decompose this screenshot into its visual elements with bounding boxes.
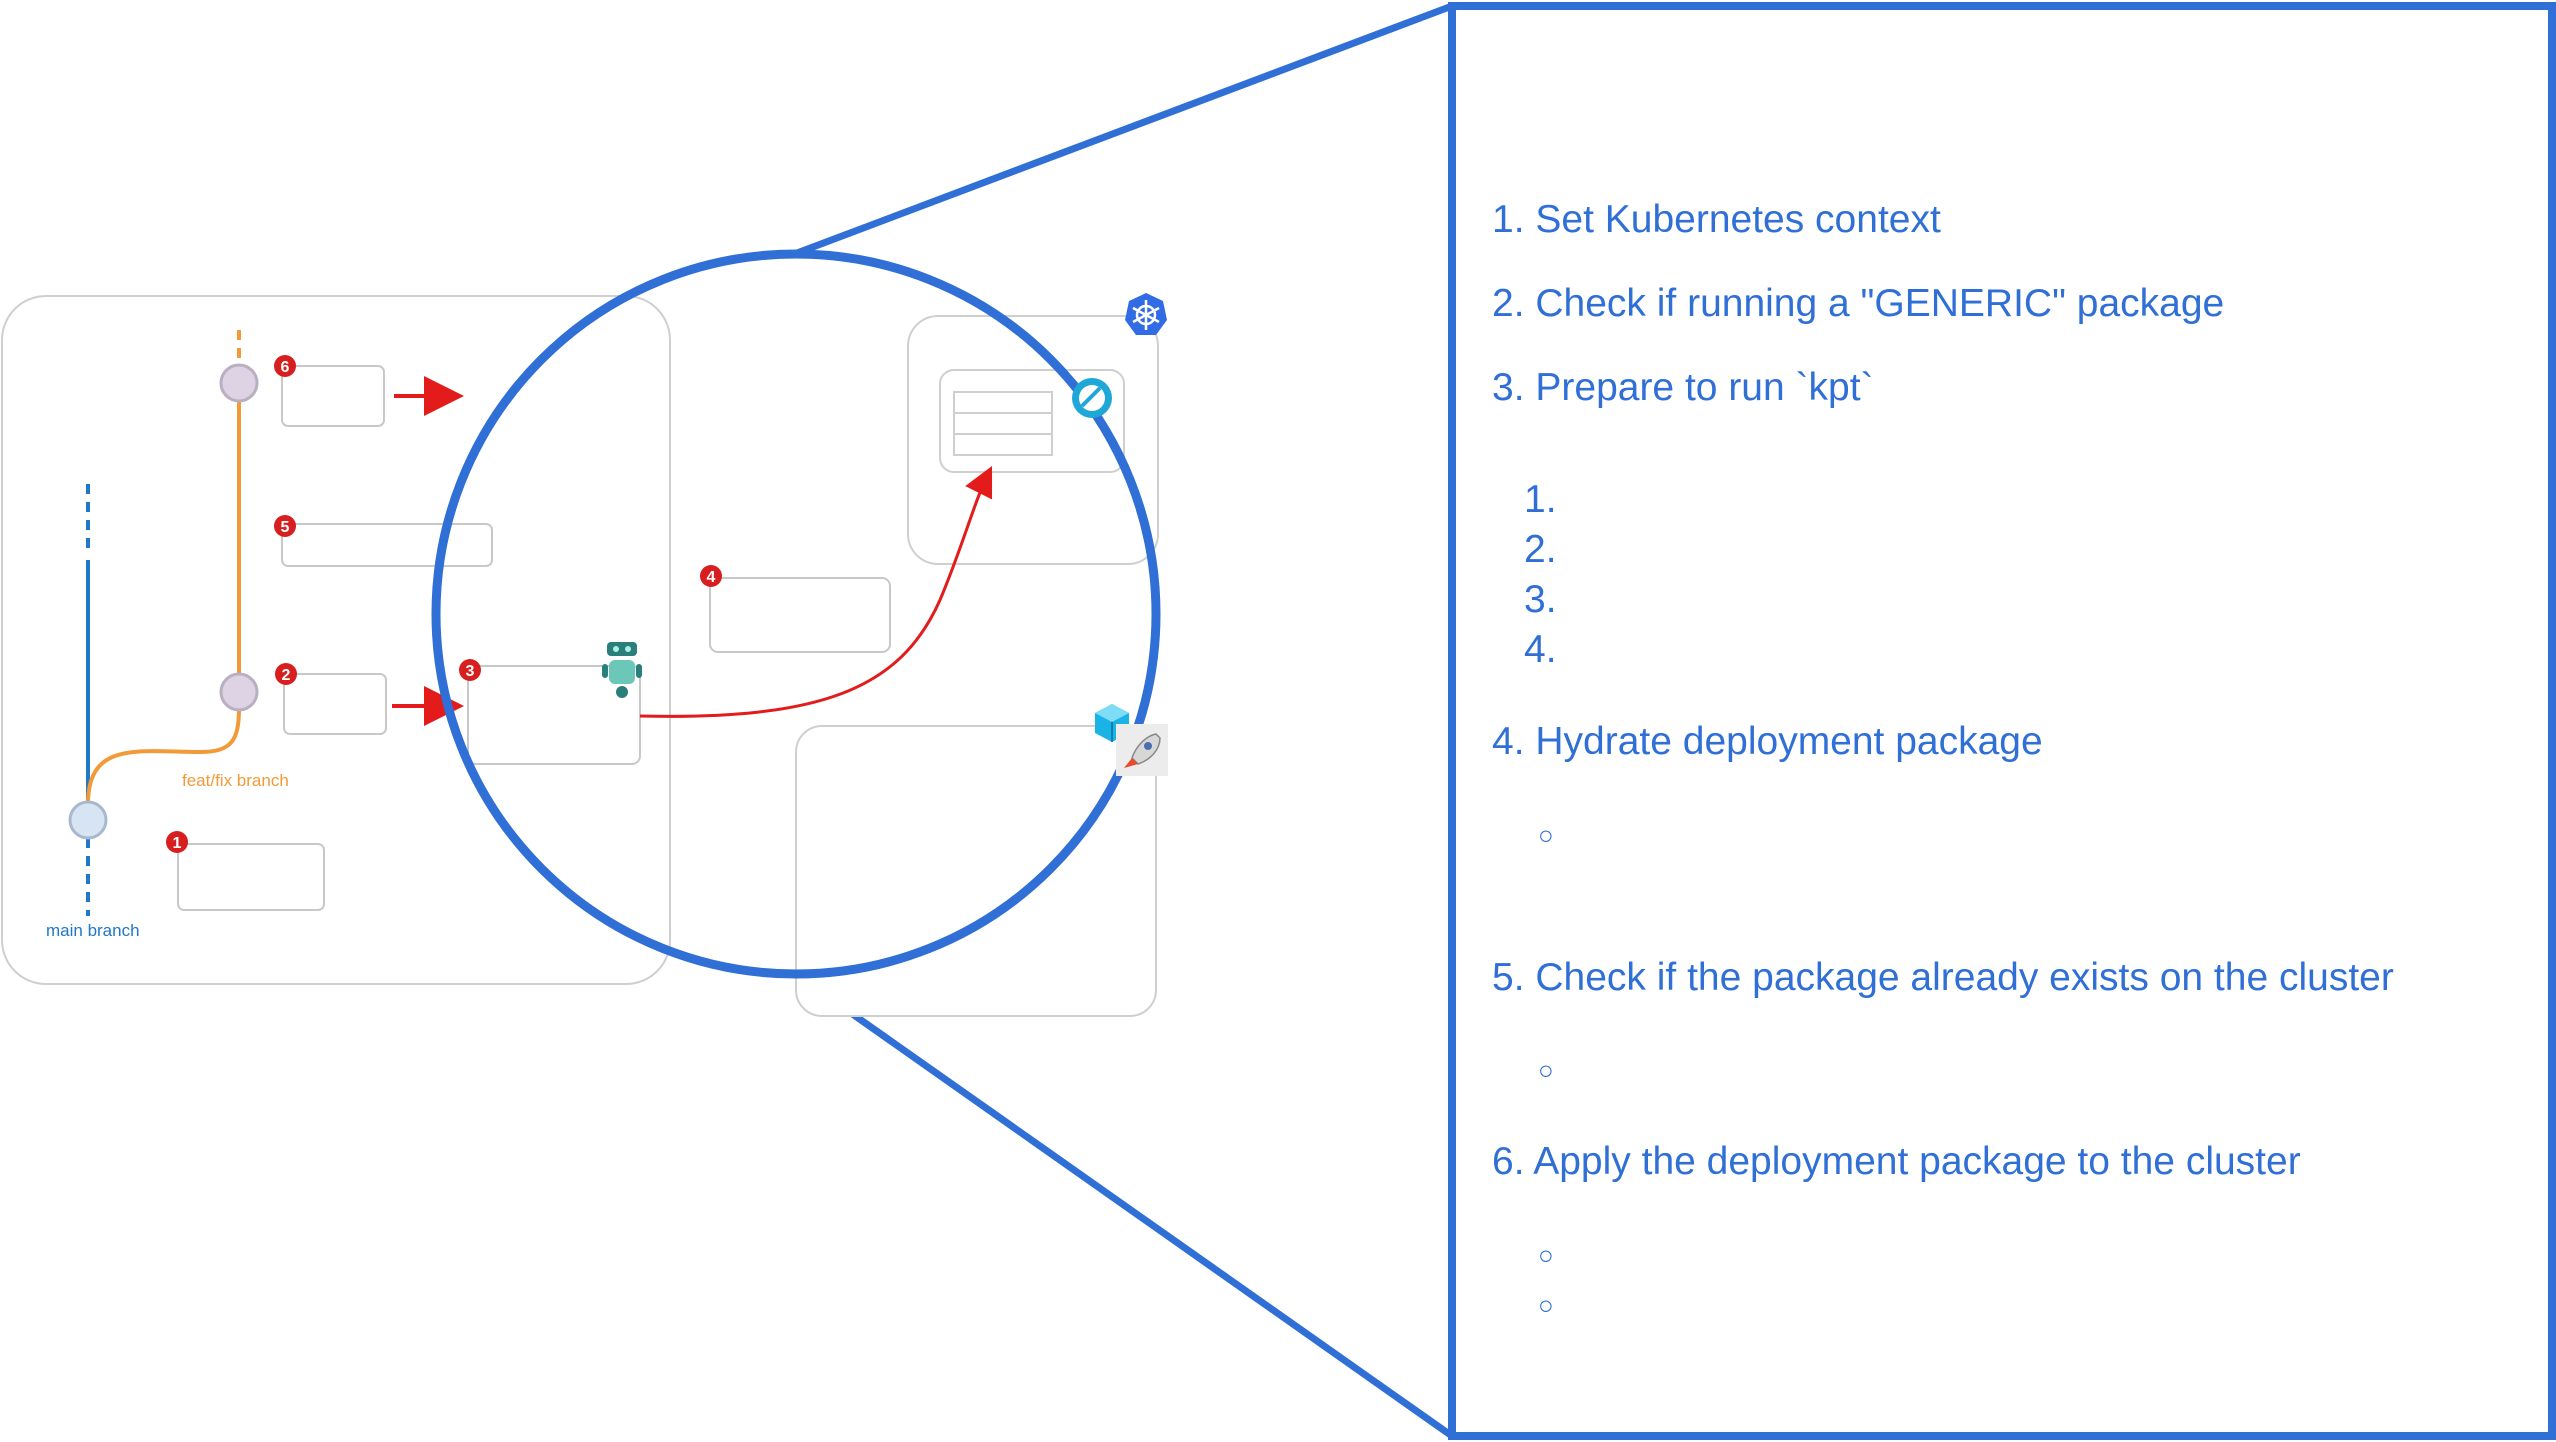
feature-branch-label: feat/fix branch (182, 771, 289, 790)
substep-bullet: ○ (1538, 820, 1554, 850)
cluster-list-row (953, 412, 1053, 435)
zoom-circle (431, 249, 1161, 979)
step-5-box (281, 523, 493, 567)
svg-text:2: 2 (282, 667, 291, 684)
badge-3: 3 (459, 659, 481, 681)
step-item-1: 1. Set Kubernetes context (1492, 198, 1941, 241)
step-2-box (283, 673, 387, 735)
helm-icon (1072, 378, 1112, 418)
svg-text:3: 3 (466, 663, 475, 680)
step-item-4: 4. Hydrate deployment package (1492, 720, 2043, 763)
badge-4: 4 (700, 565, 722, 587)
substep-number: 4. (1524, 628, 1557, 671)
detail-panel (1448, 2, 2556, 1440)
main-branch-label: main branch (46, 921, 140, 940)
substep-bullet: ○ (1538, 1240, 1554, 1270)
badge-1: 1 (166, 831, 188, 853)
step-item-6: 6. Apply the deployment package to the c… (1492, 1140, 2301, 1183)
feature-branch-fork (86, 707, 241, 805)
substep-number: 2. (1524, 528, 1557, 571)
zoom-connector-top (795, 2, 1454, 257)
cluster-list-row (953, 433, 1053, 456)
svg-text:6: 6 (281, 359, 290, 376)
step-6-box (281, 365, 385, 427)
deploy-container (795, 725, 1157, 1017)
substep-number: 1. (1524, 478, 1557, 521)
robot-icon (602, 642, 642, 698)
rocket-icon (1116, 724, 1168, 776)
badge-6: 6 (274, 355, 296, 377)
step-3-box (467, 665, 641, 765)
repository-container (1, 295, 671, 985)
main-commit (68, 800, 108, 840)
cluster-list-row (953, 391, 1053, 414)
step-4-box (709, 577, 891, 653)
substep-bullet: ○ (1538, 1290, 1554, 1320)
step-1-box (177, 843, 325, 911)
step-item-2: 2. Check if running a "GENERIC" package (1492, 282, 2225, 325)
substep-bullet: ○ (1538, 1055, 1554, 1085)
svg-text:1: 1 (173, 835, 182, 852)
feature-commit-bottom (219, 672, 259, 712)
kubernetes-icon (1125, 293, 1167, 335)
badge-5: 5 (274, 515, 296, 537)
feature-commit-top (219, 363, 259, 403)
svg-text:5: 5 (281, 519, 290, 536)
step-item-3: 3. Prepare to run `kpt` (1492, 366, 1874, 409)
step-item-5: 5. Check if the package already exists o… (1492, 956, 2394, 999)
zoom-connector-bottom (794, 972, 1455, 1439)
substep-number: 3. (1524, 578, 1557, 621)
badge-2: 2 (275, 663, 297, 685)
svg-text:4: 4 (707, 569, 716, 586)
deploy-flow-arrow (639, 465, 993, 718)
